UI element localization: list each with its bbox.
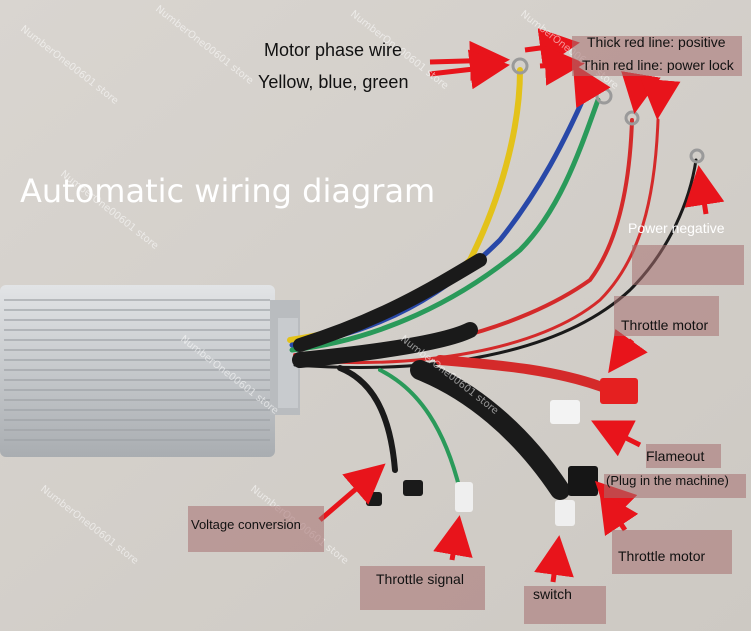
label-thick-red-line: Thick red line: positive [587,34,726,50]
label-power-negative: Power negative [628,220,725,236]
label-plug-in-machine: (Plug in the machine) [606,473,729,488]
label-throttle-motor-bottom: Throttle motor [618,548,706,564]
label-motor-phase-colors: Yellow, blue, green [258,72,409,92]
label-motor-phase-wire: Motor phase wire [264,40,403,60]
label-voltage-conversion: Voltage conversion [191,517,301,532]
diagram-title: Automatic wiring diagram [20,172,436,210]
annotation-arrows [318,28,725,583]
label-highlights [188,36,746,624]
label-flameout: Flameout [646,448,705,464]
label-thin-red-line: Thin red line: power lock [582,57,734,73]
wire-bundle [287,67,698,500]
label-throttle-motor-top: Throttle motor [621,317,709,333]
controller-box [0,285,300,457]
label-switch: switch [533,586,572,602]
label-throttle-signal: Throttle signal [376,571,464,587]
